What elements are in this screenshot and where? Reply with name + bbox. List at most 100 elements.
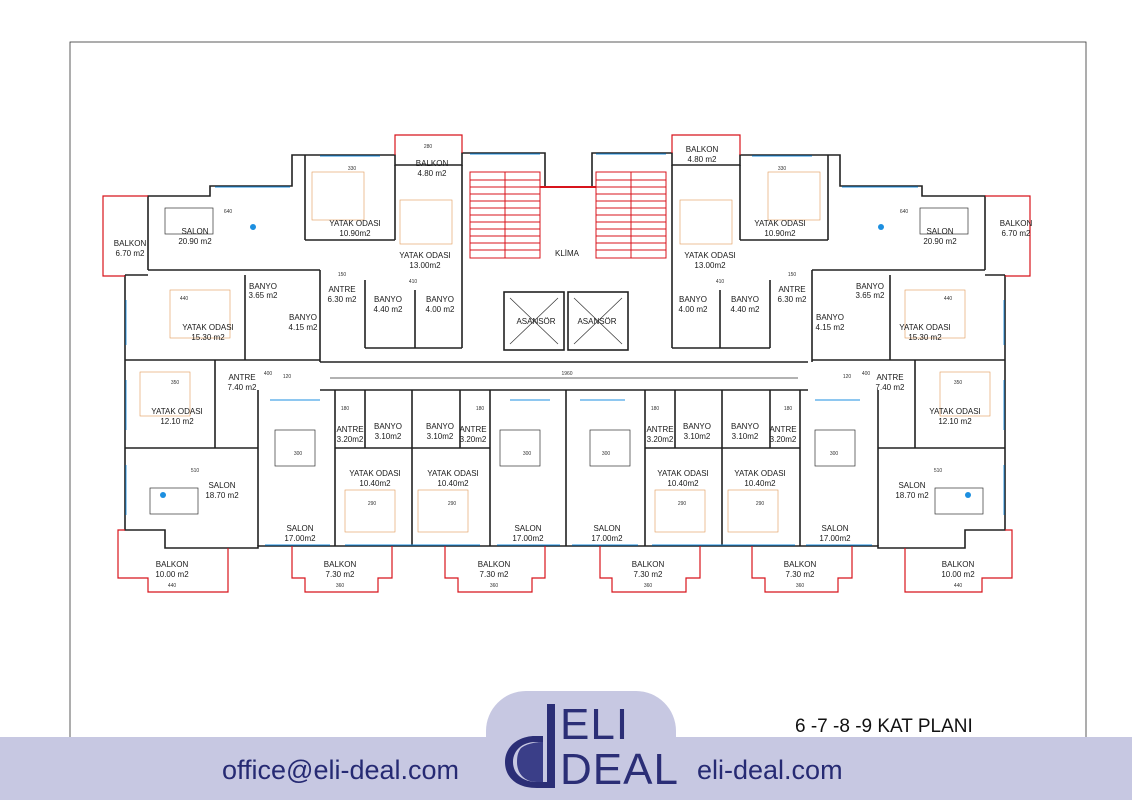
room-name-antre-320-a: ANTRE xyxy=(336,425,363,434)
room-area-salon-187-right: 18.70 m2 xyxy=(895,491,929,500)
room-area-yatak-104-b: 10.40m2 xyxy=(437,479,469,488)
room-area-balkon-73-d: 7.30 m2 xyxy=(786,570,815,579)
room-area-yatak-104-a: 10.40m2 xyxy=(359,479,391,488)
room-area-antre-630-left: 6.30 m2 xyxy=(328,295,357,304)
dim-440-left: 440 xyxy=(180,296,189,302)
room-name-balkon-side-right: BALKON xyxy=(1000,219,1033,228)
room-name-yatak-13-right: YATAK ODASI xyxy=(684,251,736,260)
dim-440-bottom-right: 440 xyxy=(954,583,963,589)
dim-290-b: 290 xyxy=(448,501,457,507)
room-area-antre-740-right: 7.40 m2 xyxy=(876,383,905,392)
room-name-balkon-top-right: BALKON xyxy=(686,145,719,154)
room-area-banyo-310-b: 3.10m2 xyxy=(427,432,454,441)
dim-510-left: 510 xyxy=(191,468,200,474)
room-name-banyo-310-a: BANYO xyxy=(374,422,402,431)
room-name-salon-187-left: SALON xyxy=(208,481,235,490)
room-area-salon-17-b: 17.00m2 xyxy=(512,534,544,543)
room-area-antre-320-a: 3.20m2 xyxy=(337,435,364,444)
room-area-banyo-415-left: 4.15 m2 xyxy=(289,323,318,332)
room-name-banyo-310-c: BANYO xyxy=(683,422,711,431)
balconies xyxy=(102,134,1031,593)
dim-360-b: 360 xyxy=(490,583,499,589)
room-name-yatak-153-left: YATAK ODASI xyxy=(182,323,234,332)
dim-330-left: 330 xyxy=(348,166,357,172)
room-name-banyo-440-right: BANYO xyxy=(731,295,759,304)
dim-300-c: 300 xyxy=(602,451,611,457)
dim-150-right: 150 xyxy=(788,272,797,278)
room-area-salon-top-left: 20.90 m2 xyxy=(178,237,212,246)
room-area-balkon-top-left: 4.80 m2 xyxy=(418,169,447,178)
dim-440-right: 440 xyxy=(944,296,953,302)
room-area-yatak-153-right: 15.30 m2 xyxy=(908,333,942,342)
room-name-balkon-73-a: BALKON xyxy=(324,560,357,569)
room-name-klima: KLİMA xyxy=(555,249,580,258)
room-labels: BALKON 4.80 m2 BALKON 4.80 m2 YATAK ODAS… xyxy=(114,145,1033,579)
room-area-banyo-310-a: 3.10m2 xyxy=(375,432,402,441)
room-name-balkon-73-c: BALKON xyxy=(632,560,665,569)
room-name-banyo-310-d: BANYO xyxy=(731,422,759,431)
website-link[interactable]: eli-deal.com xyxy=(697,755,843,785)
room-area-balkon-73-a: 7.30 m2 xyxy=(326,570,355,579)
room-name-yatak-104-b: YATAK ODASI xyxy=(427,469,479,478)
dim-300-b: 300 xyxy=(523,451,532,457)
dim-410-right: 410 xyxy=(716,279,725,285)
room-name-salon-17-b: SALON xyxy=(514,524,541,533)
room-area-antre-320-c: 3.20m2 xyxy=(647,435,674,444)
room-name-salon-top-left: SALON xyxy=(181,227,208,236)
room-area-banyo-440-left: 4.40 m2 xyxy=(374,305,403,314)
room-name-banyo-365-right: BANYO xyxy=(856,282,884,291)
building-outline xyxy=(124,152,1006,549)
interior-walls xyxy=(125,155,1005,546)
dim-350-left: 350 xyxy=(171,380,180,386)
room-name-banyo-400-left: BANYO xyxy=(426,295,454,304)
windows xyxy=(125,153,1005,546)
room-name-banyo-415-left: BANYO xyxy=(289,313,317,322)
dimension-labels: 280 330 330 640 640 150 150 410 410 440 … xyxy=(168,144,963,589)
room-name-asansor-left: ASANSÖR xyxy=(516,317,555,326)
room-name-yatak-104-d: YATAK ODASI xyxy=(734,469,786,478)
room-name-balkon-10-left: BALKON xyxy=(156,560,189,569)
dim-120-left: 120 xyxy=(283,374,292,380)
dim-290-d: 290 xyxy=(756,501,765,507)
room-name-salon-top-right: SALON xyxy=(926,227,953,236)
room-area-yatak-104-c: 10.40m2 xyxy=(667,479,699,488)
room-name-yatak-153-right: YATAK ODASI xyxy=(899,323,951,332)
room-name-banyo-440-left: BANYO xyxy=(374,295,402,304)
dim-290-c: 290 xyxy=(678,501,687,507)
logo-text-top: ELI xyxy=(560,700,630,749)
room-area-salon-top-right: 20.90 m2 xyxy=(923,237,957,246)
room-name-banyo-365-left: BANYO xyxy=(249,282,277,291)
room-name-balkon-73-b: BALKON xyxy=(478,560,511,569)
room-name-yatak-top-right: YATAK ODASI xyxy=(754,219,806,228)
room-name-banyo-310-b: BANYO xyxy=(426,422,454,431)
room-name-balkon-73-d: BALKON xyxy=(784,560,817,569)
room-area-antre-740-left: 7.40 m2 xyxy=(228,383,257,392)
room-area-salon-17-d: 17.00m2 xyxy=(819,534,851,543)
eli-deal-logo-icon xyxy=(505,704,555,788)
room-name-antre-320-c: ANTRE xyxy=(646,425,673,434)
room-area-balkon-10-left: 10.00 m2 xyxy=(155,570,189,579)
room-name-yatak-121-right: YATAK ODASI xyxy=(929,407,981,416)
room-name-balkon-top-left: BALKON xyxy=(416,159,449,168)
room-area-banyo-400-right: 4.00 m2 xyxy=(679,305,708,314)
dim-180-c: 180 xyxy=(651,406,660,412)
room-area-antre-320-b: 3.20m2 xyxy=(460,435,487,444)
room-area-banyo-400-left: 4.00 m2 xyxy=(426,305,455,314)
room-name-salon-17-d: SALON xyxy=(821,524,848,533)
room-name-antre-320-d: ANTRE xyxy=(769,425,796,434)
stair-treads xyxy=(470,179,666,251)
contact-email-link[interactable]: office@eli-deal.com xyxy=(222,755,460,785)
dim-300-d: 300 xyxy=(830,451,839,457)
room-area-balkon-10-right: 10.00 m2 xyxy=(941,570,975,579)
dim-150-left: 150 xyxy=(338,272,347,278)
dim-180-d: 180 xyxy=(784,406,793,412)
room-name-antre-740-left: ANTRE xyxy=(228,373,255,382)
room-name-yatak-104-c: YATAK ODASI xyxy=(657,469,709,478)
room-name-yatak-top-left: YATAK ODASI xyxy=(329,219,381,228)
dim-510-right: 510 xyxy=(934,468,943,474)
dim-640-right: 640 xyxy=(900,209,909,215)
room-area-yatak-104-d: 10.40m2 xyxy=(744,479,776,488)
room-area-yatak-121-left: 12.10 m2 xyxy=(160,417,194,426)
room-area-salon-17-c: 17.00m2 xyxy=(591,534,623,543)
